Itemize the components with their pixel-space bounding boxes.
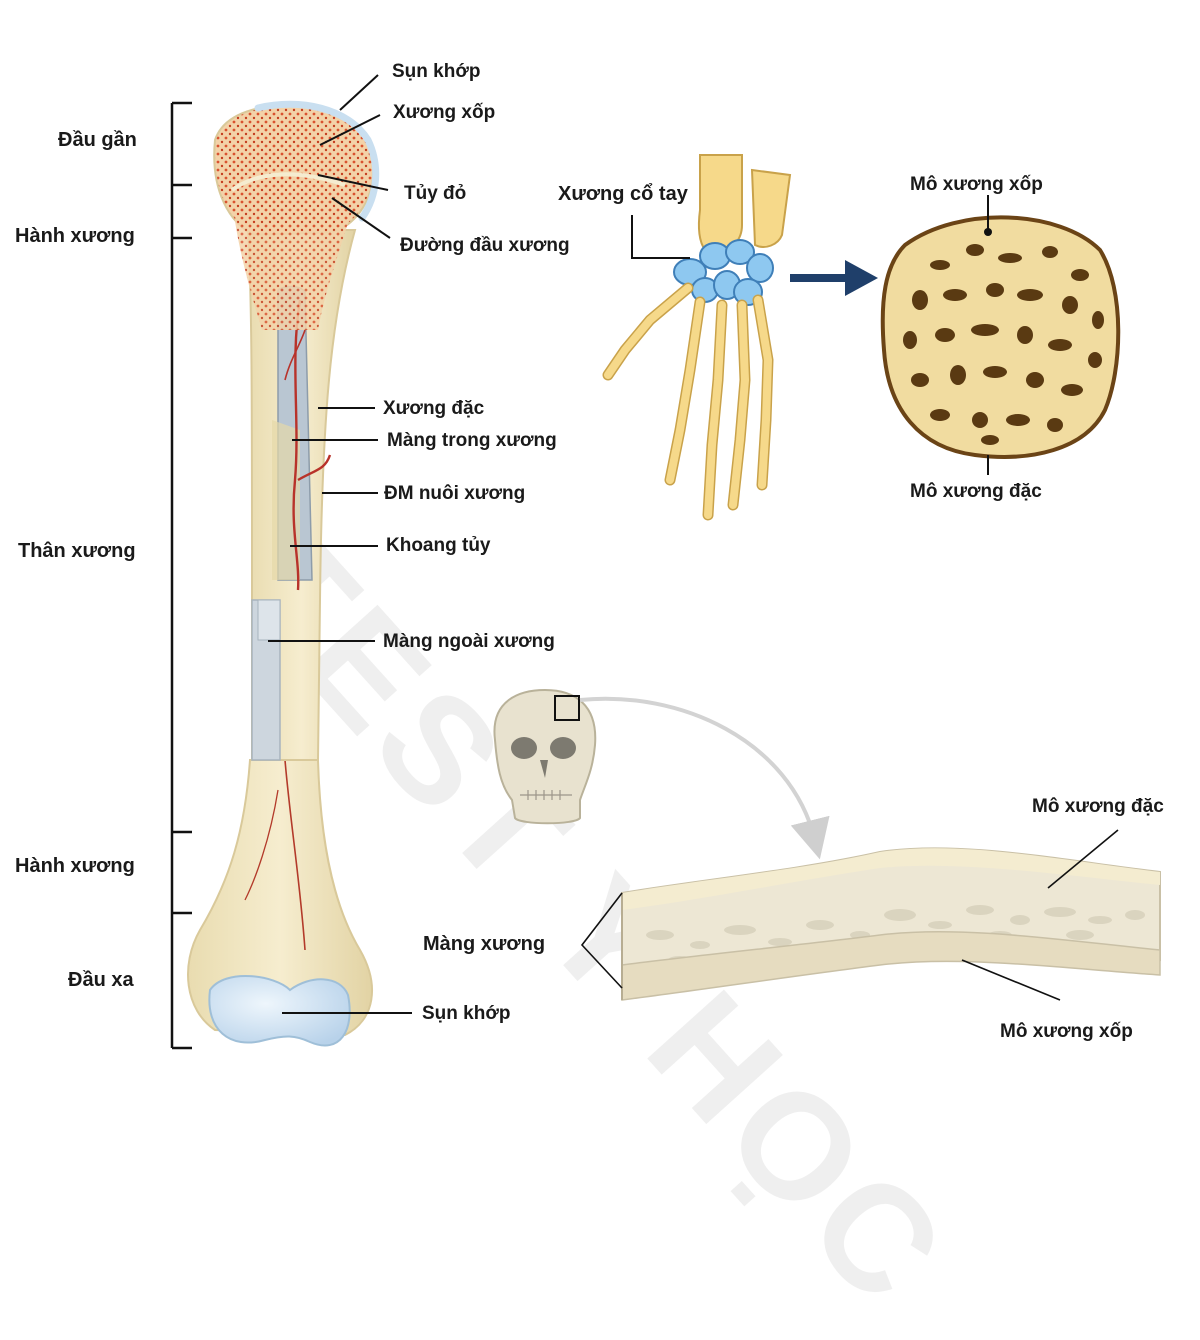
epiphyseal-line <box>230 172 346 192</box>
skull-zoom-arrow <box>579 696 830 860</box>
label-carpal-compact-tissue: Mô xương đặc <box>910 481 1042 502</box>
label-nutrient-artery: ĐM nuôi xương <box>384 483 526 504</box>
skull-bone-slab <box>621 847 1161 1001</box>
region-proximal-metaphysis: Hành xương <box>15 225 135 247</box>
label-spongy-bone: Xương xốp <box>393 102 496 123</box>
hand-skeleton <box>602 154 792 521</box>
long-bone <box>187 100 380 1047</box>
carpal-leader <box>631 215 690 259</box>
label-epiphyseal-line: Đường đầu xương <box>400 235 570 256</box>
region-proximal-epiphysis: Đầu gần <box>58 129 137 151</box>
label-endosteum: Màng trong xương <box>387 430 557 451</box>
region-bracket <box>170 101 192 1050</box>
label-medullary-cavity: Khoang tủy <box>386 535 491 556</box>
region-diaphysis: Thân xương <box>18 540 136 562</box>
label-articular-cartilage-top: Sụn khớp <box>392 61 481 82</box>
region-distal-epiphysis: Đầu xa <box>68 969 134 991</box>
region-distal-metaphysis: Hành xương <box>15 855 135 877</box>
long-bone-leaders <box>268 74 412 1014</box>
label-carpal-bones: Xương cổ tay <box>558 183 688 205</box>
carpal-cross-section <box>880 215 1121 459</box>
label-articular-cartilage-bottom: Sụn khớp <box>422 1003 511 1024</box>
distal-cartilage <box>208 975 351 1047</box>
diagram-art <box>170 74 1161 1050</box>
label-red-marrow: Tủy đỏ <box>404 183 467 204</box>
label-skull-periosteum: Màng xương <box>423 933 546 955</box>
skull-slab-leaders <box>580 829 1119 1001</box>
bone-anatomy-diagram: TEST Y HỌC <box>15 61 1164 1338</box>
nutrient-artery <box>292 299 302 591</box>
label-skull-spongy-tissue: Mô xương xốp <box>1000 1021 1133 1042</box>
proximal-cartilage <box>254 100 380 222</box>
label-periosteum: Màng ngoài xương <box>383 631 555 652</box>
label-compact-bone: Xương đặc <box>383 398 485 419</box>
skull-illustration <box>493 688 597 825</box>
arrow-to-section <box>790 260 878 296</box>
label-skull-compact-tissue: Mô xương đặc <box>1032 796 1164 817</box>
label-carpal-spongy-tissue: Mô xương xốp <box>910 174 1043 195</box>
